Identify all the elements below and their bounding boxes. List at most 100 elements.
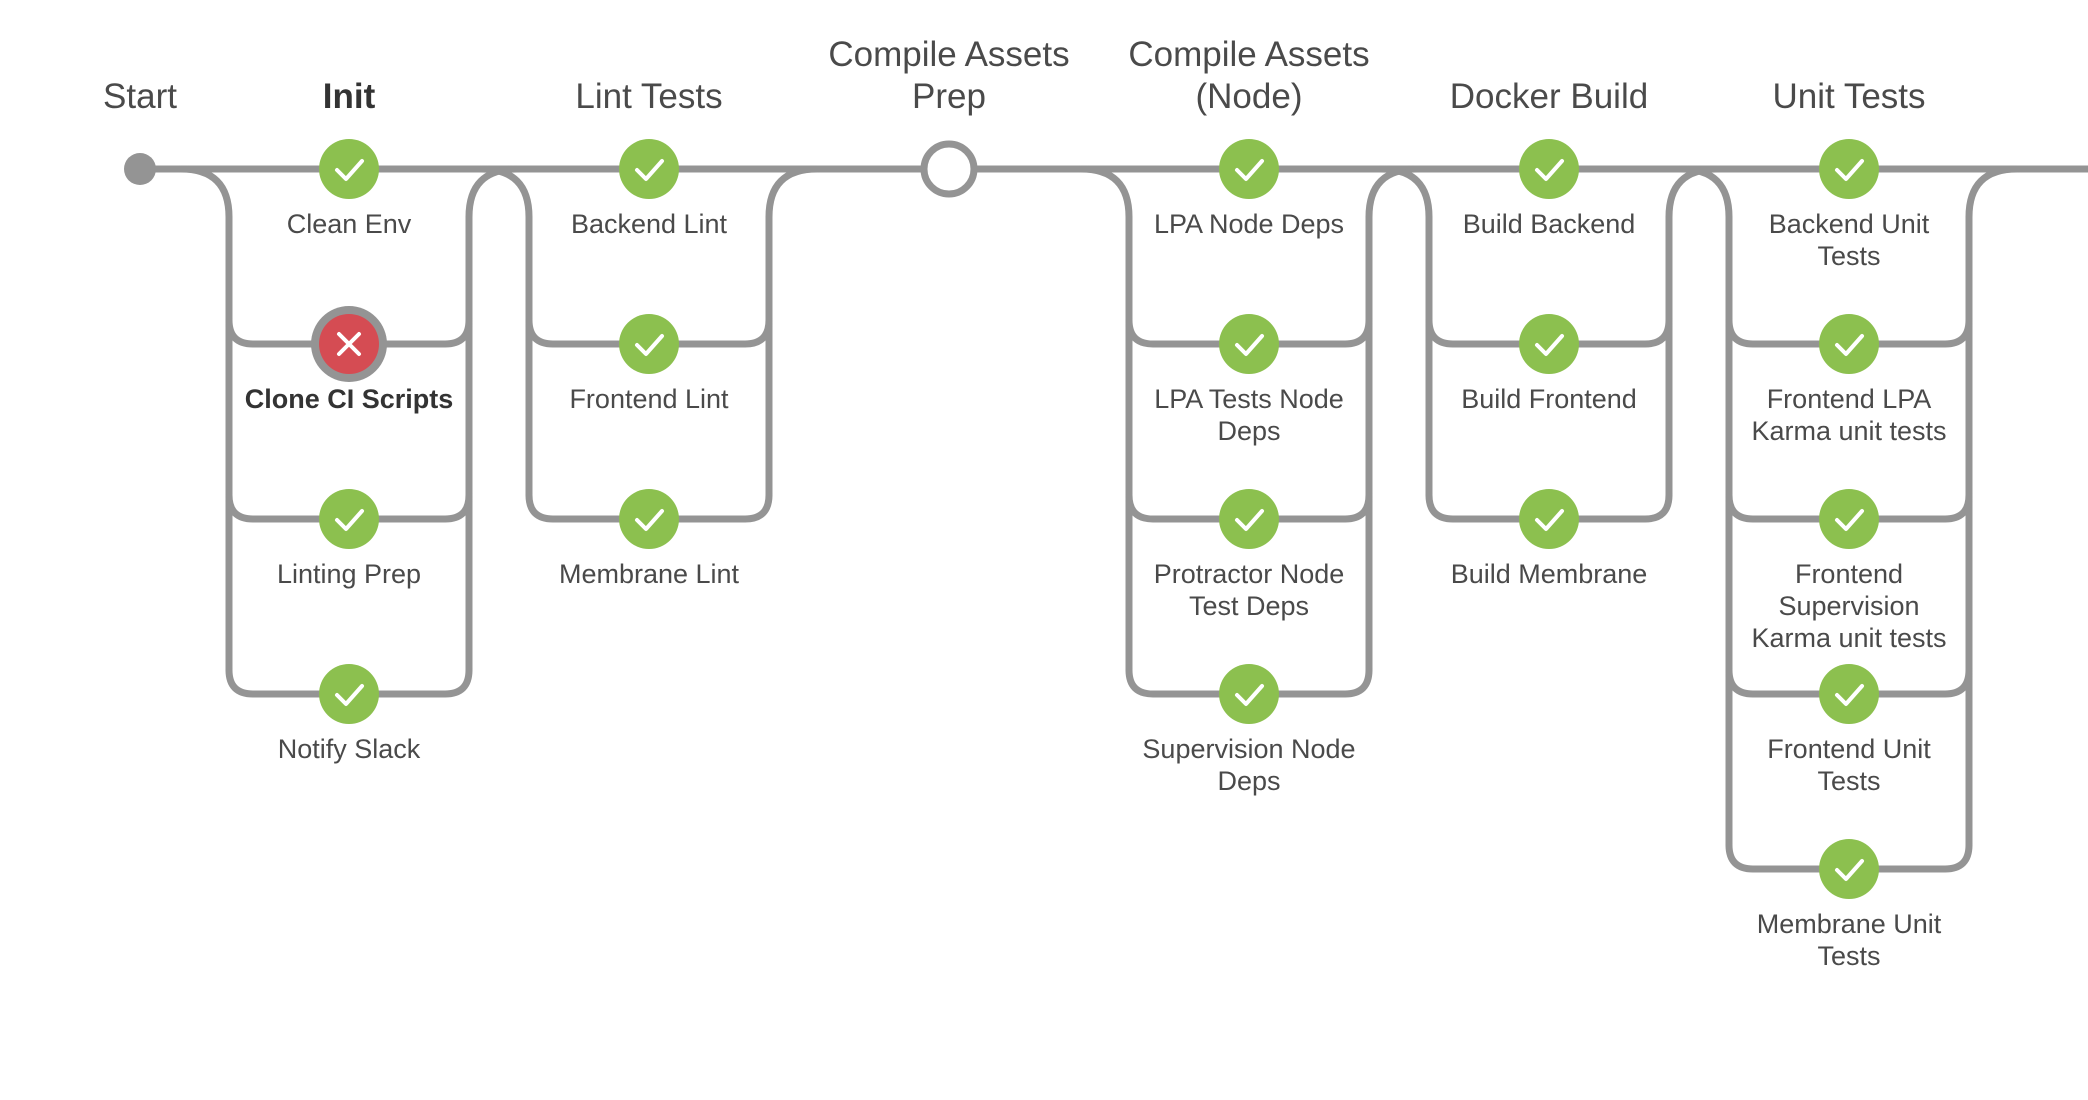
success-status-circle — [619, 314, 679, 374]
start-node — [124, 153, 156, 185]
node-label-clean-env: Clean Env — [287, 209, 412, 239]
node-label-build-frontend: Build Frontend — [1461, 384, 1637, 414]
node-label-frontend-lint: Frontend Lint — [569, 384, 729, 414]
node-label-frontend-lpa-karma-unit-tests: Frontend LPA — [1767, 384, 1932, 414]
branch-in-rail-docker-build — [1377, 165, 1433, 499]
node-label-supervision-node-deps: Supervision Node — [1142, 734, 1355, 764]
check-icon — [1835, 859, 1864, 881]
stage-node-frontend-lint[interactable] — [619, 314, 679, 374]
node-label-lpa-tests-node-deps: LPA Tests Node — [1154, 384, 1344, 414]
node-label-backend-unit-tests: Backend Unit — [1769, 209, 1930, 239]
check-icon — [1535, 509, 1564, 531]
success-status-circle — [619, 139, 679, 199]
stage-title-compile-assets-node: (Node) — [1196, 77, 1303, 116]
stage-node-clean-env[interactable] — [319, 139, 379, 199]
node-label-supervision-node-deps: Deps — [1217, 766, 1280, 796]
stage-title-unit-tests: Unit Tests — [1772, 77, 1925, 116]
stage-node-build-backend[interactable] — [1519, 139, 1579, 199]
check-icon — [1235, 509, 1264, 531]
branch-out-rail-lint-tests — [765, 165, 821, 499]
branch-in-rail-init — [177, 165, 233, 674]
success-status-circle — [1519, 139, 1579, 199]
check-icon — [1835, 159, 1864, 181]
check-icon — [335, 159, 364, 181]
stage-node-lpa-tests-node-deps[interactable] — [1219, 314, 1279, 374]
success-status-circle — [1819, 489, 1879, 549]
stage-node-supervision-node-deps[interactable] — [1219, 664, 1279, 724]
success-status-circle — [1819, 314, 1879, 374]
stage-node-membrane-lint[interactable] — [619, 489, 679, 549]
node-label-frontend-supervision-karma-unit-tests: Frontend — [1795, 559, 1903, 589]
stage-node-protractor-node-test-deps[interactable] — [1219, 489, 1279, 549]
success-status-circle — [1219, 314, 1279, 374]
close-icon — [337, 332, 361, 356]
success-status-circle — [319, 139, 379, 199]
success-status-circle — [1219, 664, 1279, 724]
node-label-frontend-unit-tests: Frontend Unit — [1767, 734, 1931, 764]
node-label-protractor-node-test-deps: Test Deps — [1189, 591, 1309, 621]
node-label-frontend-lpa-karma-unit-tests: Karma unit tests — [1751, 416, 1946, 446]
node-label-protractor-node-test-deps: Protractor Node — [1154, 559, 1345, 589]
success-status-circle — [1819, 839, 1879, 899]
success-status-circle — [1819, 664, 1879, 724]
branch-out-rail-unit-tests — [1965, 165, 2021, 849]
success-status-circle — [1519, 314, 1579, 374]
node-label-frontend-unit-tests: Tests — [1817, 766, 1880, 796]
check-icon — [635, 334, 664, 356]
stage-node-notify-slack[interactable] — [319, 664, 379, 724]
success-status-circle — [1819, 139, 1879, 199]
node-label-lpa-tests-node-deps: Deps — [1217, 416, 1280, 446]
stage-node-build-membrane[interactable] — [1519, 489, 1579, 549]
pipeline-rails — [136, 165, 2088, 873]
stage-node-clone-ci-scripts[interactable] — [311, 306, 387, 382]
not-built-status-circle — [920, 140, 978, 198]
node-label-frontend-supervision-karma-unit-tests: Supervision — [1778, 591, 1919, 621]
node-label-clone-ci-scripts: Clone CI Scripts — [245, 384, 454, 414]
node-label-linting-prep: Linting Prep — [277, 559, 421, 589]
check-icon — [1835, 509, 1864, 531]
check-icon — [635, 159, 664, 181]
success-status-circle — [1219, 489, 1279, 549]
stage-title-init: Init — [323, 77, 376, 116]
stage-node-linting-prep[interactable] — [319, 489, 379, 549]
success-status-circle — [319, 664, 379, 724]
stage-node-frontend-unit-tests[interactable] — [1819, 664, 1879, 724]
stage-title-lint-tests: Lint Tests — [575, 77, 722, 116]
node-label-build-backend: Build Backend — [1463, 209, 1636, 239]
start-label: Start — [103, 77, 177, 116]
branch-in-rail-unit-tests — [1677, 165, 1733, 849]
pipeline-nodes — [124, 139, 1879, 899]
check-icon — [1235, 159, 1264, 181]
check-icon — [1535, 159, 1564, 181]
check-icon — [1235, 684, 1264, 706]
stage-node-lpa-node-deps[interactable] — [1219, 139, 1279, 199]
stage-title-compile-assets-node: Compile Assets — [1128, 35, 1369, 74]
branch-in-rail-lint-tests — [477, 165, 533, 499]
node-label-lpa-node-deps: LPA Node Deps — [1154, 209, 1344, 239]
node-label-membrane-unit-tests: Tests — [1817, 941, 1880, 971]
stage-node-compile-assets-prep[interactable] — [920, 140, 978, 198]
check-icon — [335, 684, 364, 706]
success-status-circle — [619, 489, 679, 549]
node-label-frontend-supervision-karma-unit-tests: Karma unit tests — [1751, 623, 1946, 653]
check-icon — [1835, 684, 1864, 706]
stage-node-build-frontend[interactable] — [1519, 314, 1579, 374]
branch-out-rail-docker-build — [1665, 165, 1721, 499]
branch-out-rail-compile-assets-node — [1365, 165, 1421, 674]
stage-node-frontend-supervision-karma-unit-tests[interactable] — [1819, 489, 1879, 549]
success-status-circle — [1219, 139, 1279, 199]
check-icon — [1535, 334, 1564, 356]
stage-node-frontend-lpa-karma-unit-tests[interactable] — [1819, 314, 1879, 374]
stage-node-backend-lint[interactable] — [619, 139, 679, 199]
success-status-circle — [319, 489, 379, 549]
node-label-backend-unit-tests: Tests — [1817, 241, 1880, 271]
node-label-build-membrane: Build Membrane — [1451, 559, 1648, 589]
branch-out-rail-init — [465, 165, 521, 674]
stage-node-backend-unit-tests[interactable] — [1819, 139, 1879, 199]
stage-title-docker-build: Docker Build — [1450, 77, 1648, 116]
stage-node-membrane-unit-tests[interactable] — [1819, 839, 1879, 899]
node-label-membrane-unit-tests: Membrane Unit — [1757, 909, 1942, 939]
stage-title-compile-assets-prep: Prep — [912, 77, 986, 116]
